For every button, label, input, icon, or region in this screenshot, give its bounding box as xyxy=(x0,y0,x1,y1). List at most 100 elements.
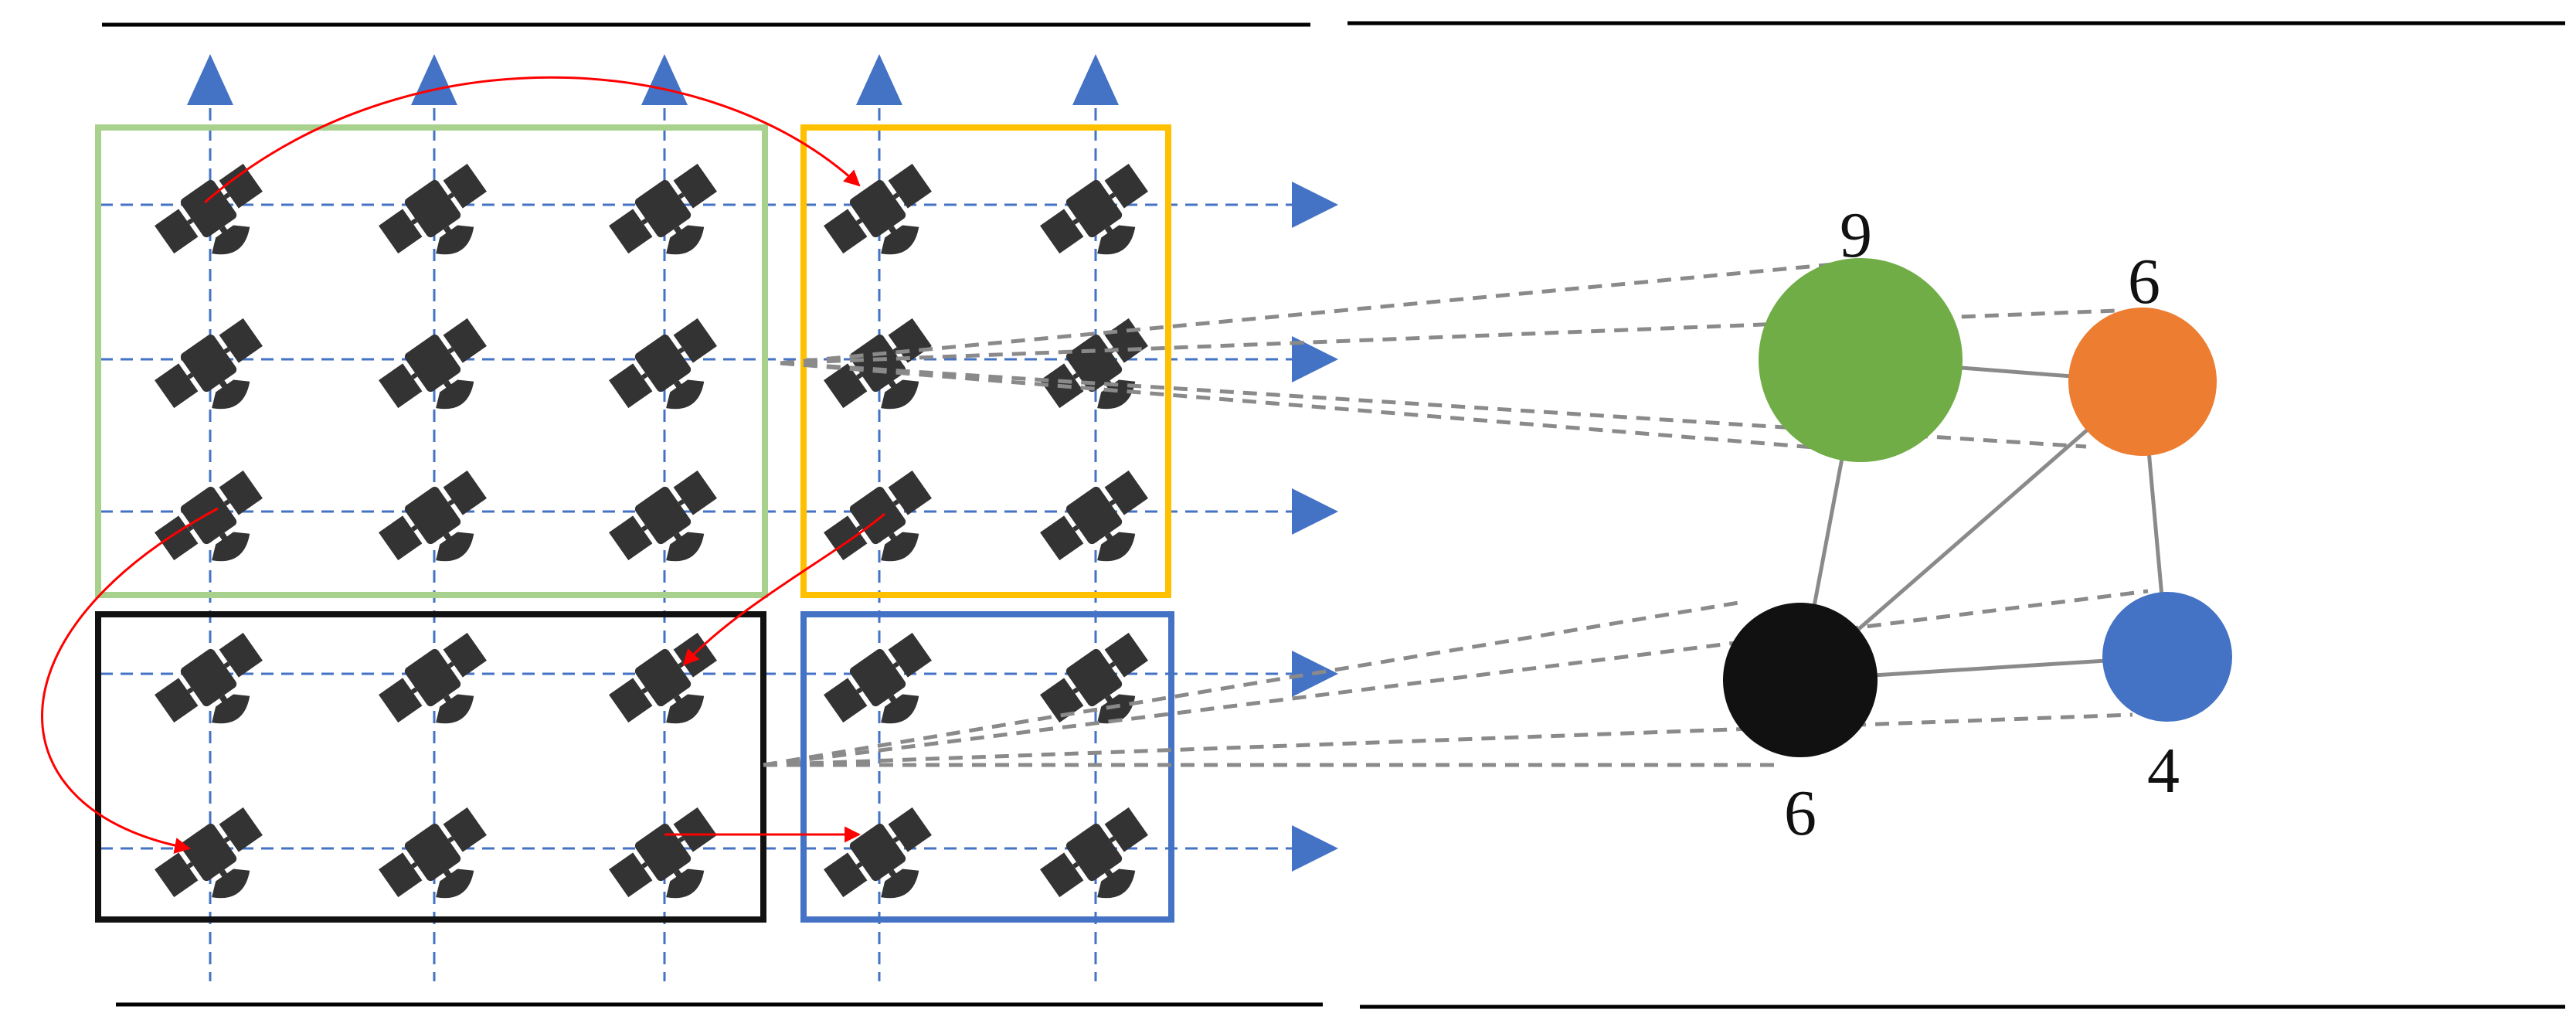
satellite-body xyxy=(634,179,692,238)
satellite-mast xyxy=(888,226,899,236)
satellite-dish xyxy=(881,694,919,724)
satellite-mast xyxy=(219,869,229,880)
satellite-icon xyxy=(1040,318,1148,410)
satellite-panel-right xyxy=(219,807,263,852)
satellite-arm-left xyxy=(411,525,418,532)
satellite-body xyxy=(634,334,692,393)
cluster-connector-2 xyxy=(780,361,1824,450)
satellite-dish xyxy=(1097,379,1136,410)
satellite-icon xyxy=(155,318,263,410)
satellite-arm-right xyxy=(447,192,454,199)
satellite-dish xyxy=(212,694,250,724)
satellite-body xyxy=(404,334,461,393)
satellite-body xyxy=(180,334,237,393)
migration-arrow-0 xyxy=(204,76,861,204)
satellite-icon xyxy=(379,807,487,899)
satellite-mast xyxy=(888,869,899,880)
satellite-panel-left xyxy=(824,852,868,898)
satellite-arm-left xyxy=(1072,372,1079,379)
satellite-body xyxy=(404,823,461,882)
satellite-panel-left xyxy=(155,515,199,561)
satellite-icon xyxy=(1040,807,1148,899)
satellite-panel-right xyxy=(1104,318,1148,363)
satellite-panel-left xyxy=(1040,209,1084,254)
graph-node-orange xyxy=(2068,308,2217,456)
satellite-panel-right xyxy=(219,163,263,209)
satellite-arm-right xyxy=(1109,192,1116,199)
satellite-mast xyxy=(673,869,684,880)
satellite-panel-right xyxy=(1104,632,1148,678)
arrowhead-right-0 xyxy=(1292,182,1338,228)
satellite-icon xyxy=(609,807,717,899)
satellite-arm-right xyxy=(892,661,899,668)
satellite-panel-right xyxy=(888,470,932,515)
satellite-dish xyxy=(1097,532,1136,562)
satellite-mast xyxy=(443,532,454,543)
satellite-mast xyxy=(219,695,229,705)
satellite-arm-right xyxy=(678,192,685,199)
satellite-icon xyxy=(379,163,487,255)
satellite-body xyxy=(849,179,906,238)
satellite-mast xyxy=(1104,695,1115,705)
satellite-body xyxy=(404,179,461,238)
satellite-arm-right xyxy=(447,661,454,668)
satellite-panel-left xyxy=(1040,678,1084,723)
satellite-mast xyxy=(219,532,229,543)
graph-node-blue xyxy=(2102,592,2232,722)
satellite-body xyxy=(1065,486,1123,545)
satellite-arm-right xyxy=(223,836,230,843)
satellite-dish xyxy=(666,694,705,724)
satellite-mast xyxy=(888,532,899,543)
satellite-arm-left xyxy=(411,372,418,379)
migration-arrow-2 xyxy=(682,512,885,666)
satellite-body xyxy=(404,648,461,707)
satellite-panel-left xyxy=(824,678,868,723)
satellite-panel-right xyxy=(443,807,487,852)
satellite-arm-right xyxy=(892,499,899,506)
satellite-arm-left xyxy=(641,372,648,379)
satellite-arm-right xyxy=(447,499,454,506)
satellite-dish xyxy=(212,225,250,255)
satellite-panel-right xyxy=(673,807,717,852)
cluster-connector-0 xyxy=(780,260,1851,365)
satellite-arm-left xyxy=(187,372,194,379)
satellite-arm-right xyxy=(892,836,899,843)
satellite-panel-left xyxy=(1040,515,1084,561)
satellite-body xyxy=(849,648,906,707)
satellite-arm-left xyxy=(856,862,863,869)
satellite-dish xyxy=(881,225,919,255)
satellite-mast xyxy=(443,869,454,880)
satellite-icon xyxy=(824,470,932,562)
satellite-body xyxy=(849,334,906,393)
graph-node-green xyxy=(1759,258,1963,462)
satellite-dish xyxy=(1097,225,1136,255)
satellite-panel-left xyxy=(824,363,868,409)
satellite-arm-left xyxy=(641,218,648,225)
satellites xyxy=(155,163,1148,899)
satellite-mast xyxy=(673,380,684,391)
satellite-panel-left xyxy=(155,678,199,723)
satellite-icon xyxy=(824,807,932,899)
satellite-body xyxy=(180,179,237,238)
satellite-panel-left xyxy=(824,209,868,254)
satellite-icon xyxy=(155,163,263,255)
satellite-body xyxy=(1065,823,1123,882)
satellite-arm-left xyxy=(1072,687,1079,694)
satellite-mast xyxy=(219,226,229,236)
satellite-arm-left xyxy=(411,687,418,694)
satellite-body xyxy=(634,486,692,545)
satellite-arm-right xyxy=(1109,661,1116,668)
satellite-body xyxy=(1065,648,1123,707)
satellite-panel-right xyxy=(443,470,487,515)
arrowhead-up-4 xyxy=(1072,54,1119,105)
satellite-panel-right xyxy=(219,632,263,678)
satellite-arm-right xyxy=(678,347,685,354)
satellite-body xyxy=(849,823,906,882)
satellite-arm-right xyxy=(223,192,230,199)
satellite-panel-right xyxy=(888,163,932,209)
graph-node-label-orange: 6 xyxy=(2128,246,2160,318)
satellite-arm-right xyxy=(223,661,230,668)
arrowhead-right-4 xyxy=(1292,825,1338,872)
satellite-arm-left xyxy=(641,862,648,869)
